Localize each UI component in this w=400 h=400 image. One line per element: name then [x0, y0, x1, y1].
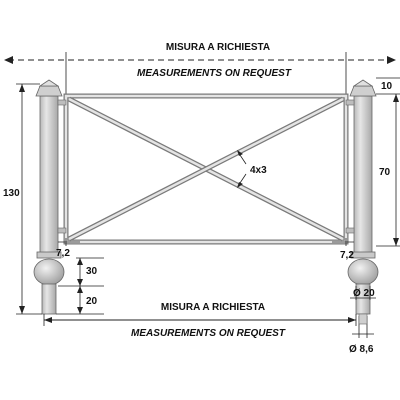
top-label-it: MISURA A RICHIESTA — [166, 42, 270, 53]
post-diameter-label: Ø 20 — [353, 288, 375, 299]
ball-height-label: 30 — [86, 266, 98, 277]
panel-height-label: 70 — [379, 167, 391, 178]
left-height-dimension — [16, 83, 42, 315]
bottom-width-dimension — [43, 314, 357, 326]
bottom-label-it: MISURA A RICHIESTA — [161, 302, 265, 313]
bar-section-callout — [237, 150, 247, 188]
right-post — [347, 79, 379, 315]
top-label-en: MEASUREMENTS ON REQUEST — [137, 68, 292, 79]
cap-height-label: 10 — [381, 81, 393, 92]
bottom-label-en: MEASUREMENTS ON REQUEST — [131, 328, 286, 339]
base-height-label: 20 — [86, 296, 98, 307]
fence-panel — [57, 93, 355, 245]
bar-section-label: 4x3 — [250, 165, 267, 176]
right-height-dimension — [376, 77, 400, 247]
left-gap-dimension — [58, 238, 80, 246]
total-height-label: 130 — [3, 188, 20, 199]
top-width-dimension — [4, 52, 396, 96]
left-lower-dimensions — [56, 257, 104, 315]
pin-diameter-label: Ø 8,6 — [349, 344, 374, 355]
right-diameter-dimensions — [350, 286, 376, 338]
right-gap-label: 7,2 — [340, 250, 354, 261]
left-post — [33, 79, 65, 315]
right-gap-dimension — [332, 238, 354, 246]
left-gap-label: 7,2 — [56, 248, 70, 259]
